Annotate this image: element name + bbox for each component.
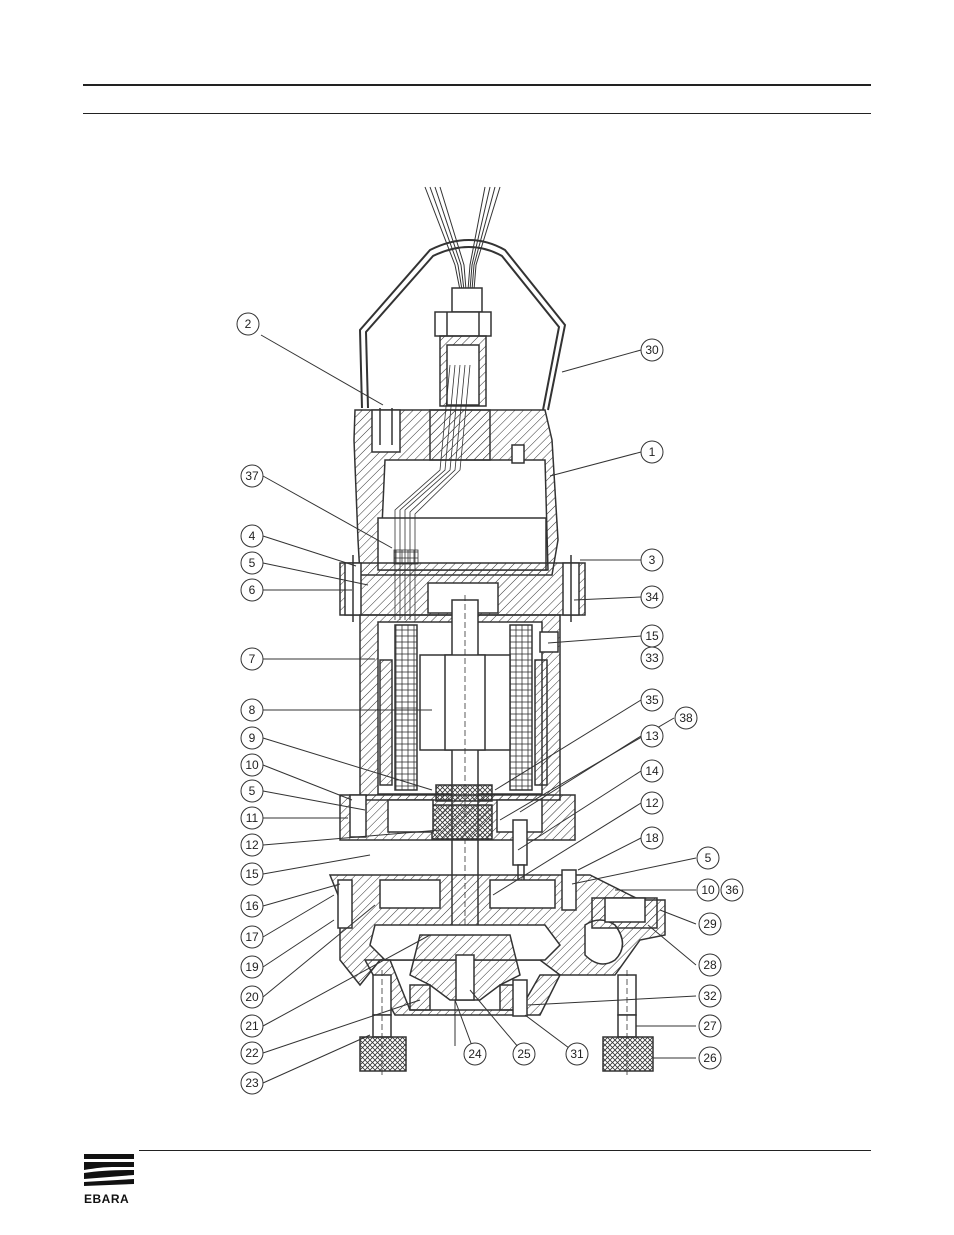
callout-right-5: 33	[641, 647, 663, 669]
callout-right-13: 10	[697, 879, 719, 901]
impeller	[410, 935, 520, 1010]
callout-number: 19	[245, 960, 259, 974]
callout-right-12: 5	[697, 847, 719, 869]
callout-number: 7	[249, 652, 256, 666]
callout-number: 5	[705, 851, 712, 865]
callout-number: 32	[703, 989, 717, 1003]
callout-right-10: 12	[641, 792, 663, 814]
callout-number: 5	[249, 784, 256, 798]
callout-number: 23	[245, 1076, 259, 1090]
callout-number: 18	[645, 831, 659, 845]
callout-right-15: 29	[699, 913, 721, 935]
callout-number: 29	[703, 917, 717, 931]
callout-number: 3	[649, 553, 656, 567]
callout-number: 6	[249, 583, 256, 597]
callout-right-0: 30	[641, 339, 663, 361]
callout-number: 4	[249, 529, 256, 543]
callout-left-2: 4	[241, 525, 263, 547]
callout-right-6: 35	[641, 689, 663, 711]
callout-right-4: 15	[641, 625, 663, 647]
callout-left-11: 12	[241, 834, 263, 856]
callout-number: 2	[245, 317, 252, 331]
callout-left-1: 37	[241, 465, 263, 487]
callout-number: 10	[701, 883, 715, 897]
callout-right-1: 1	[641, 441, 663, 463]
callout-number: 36	[725, 883, 739, 897]
callout-right-11: 18	[641, 827, 663, 849]
callout-number: 33	[645, 651, 659, 665]
callout-number: 24	[468, 1047, 482, 1061]
callout-left-14: 17	[241, 926, 263, 948]
callout-left-4: 6	[241, 579, 263, 601]
callout-left-3: 5	[241, 552, 263, 574]
callout-left-6: 8	[241, 699, 263, 721]
callout-left-22: 31	[566, 1043, 588, 1065]
callout-number: 31	[570, 1047, 584, 1061]
callout-number: 14	[645, 764, 659, 778]
callout-number: 20	[245, 990, 259, 1004]
callout-right-2: 3	[641, 549, 663, 571]
callout-left-18: 22	[241, 1042, 263, 1064]
callout-right-16: 28	[699, 954, 721, 976]
callout-left-13: 16	[241, 895, 263, 917]
callout-number: 30	[645, 343, 659, 357]
callout-number: 8	[249, 703, 256, 717]
callout-number: 10	[245, 758, 259, 772]
callout-number: 35	[645, 693, 659, 707]
callout-left-10: 11	[241, 807, 263, 829]
callout-number: 12	[245, 838, 259, 852]
callout-right-9: 14	[641, 760, 663, 782]
callout-number: 38	[679, 711, 693, 725]
callout-number: 15	[645, 629, 659, 643]
callout-number: 13	[645, 729, 659, 743]
brand-name: EBARA	[84, 1192, 129, 1206]
callout-right-3: 34	[641, 586, 663, 608]
callout-number: 5	[249, 556, 256, 570]
callout-left-21: 25	[513, 1043, 535, 1065]
callout-number: 21	[245, 1019, 259, 1033]
callout-number: 28	[703, 958, 717, 972]
callout-number: 22	[245, 1046, 259, 1060]
callout-number: 12	[645, 796, 659, 810]
callout-number: 1	[649, 445, 656, 459]
callout-number: 37	[245, 469, 259, 483]
callout-number: 17	[245, 930, 259, 944]
callout-left-9: 5	[241, 780, 263, 802]
callout-number: 9	[249, 731, 256, 745]
callout-number: 16	[245, 899, 259, 913]
callout-number: 11	[246, 811, 259, 825]
callout-left-15: 19	[241, 956, 263, 978]
callout-number: 27	[703, 1019, 717, 1033]
callout-left-5: 7	[241, 648, 263, 670]
cable-wires	[425, 187, 500, 290]
motor-cover	[354, 408, 558, 575]
callout-left-8: 10	[241, 754, 263, 776]
callout-left-19: 23	[241, 1072, 263, 1094]
callout-number: 34	[645, 590, 659, 604]
callout-right-19: 26	[699, 1047, 721, 1069]
callout-right-17: 32	[699, 985, 721, 1007]
callout-left-20: 24	[464, 1043, 486, 1065]
callout-left-7: 9	[241, 727, 263, 749]
callout-right-8: 13	[641, 725, 663, 747]
callout-number: 15	[245, 867, 259, 881]
callout-left-12: 15	[241, 863, 263, 885]
callout-right-7: 38	[675, 707, 697, 729]
callout-number: 26	[703, 1051, 717, 1065]
callout-left-0: 2	[237, 313, 259, 335]
callout-left-16: 20	[241, 986, 263, 1008]
callout-right-18: 27	[699, 1015, 721, 1037]
callout-number: 25	[517, 1047, 531, 1061]
callout-left-17: 21	[241, 1015, 263, 1037]
callout-right-14: 36	[721, 879, 743, 901]
